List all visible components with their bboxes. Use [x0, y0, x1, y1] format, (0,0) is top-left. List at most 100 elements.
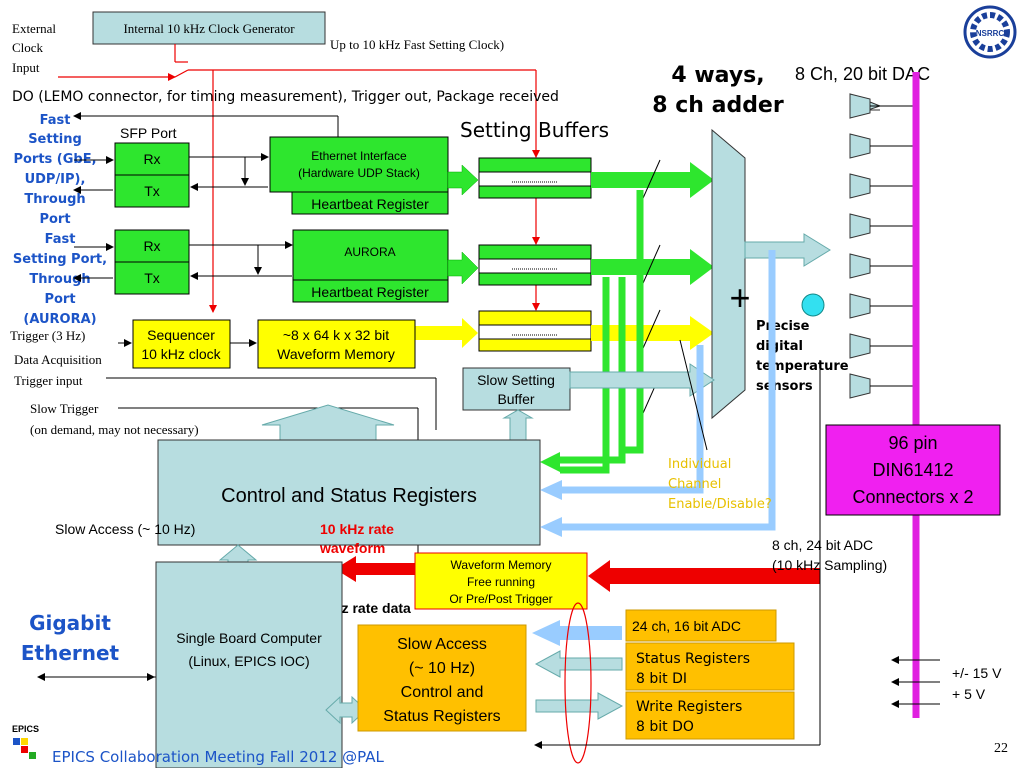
power-label: +/- 15 V + 5 V [952, 665, 1002, 702]
svg-text:96 pin: 96 pin [888, 433, 937, 453]
sfp2: Rx Tx [114, 229, 190, 295]
svg-text:Internal 10 kHz Clock Generato: Internal 10 kHz Clock Generator [123, 21, 295, 36]
svg-text:NSRRC: NSRRC [976, 29, 1005, 38]
svg-text:Slow Trigger: Slow Trigger [30, 401, 99, 416]
sequencer: Sequencer 10 kHz clock [132, 319, 231, 369]
svg-text:Channel: Channel [668, 477, 721, 492]
svg-text:(Linux, EPICS IOC): (Linux, EPICS IOC) [188, 653, 309, 669]
adder-block [711, 128, 746, 420]
svg-text:24 ch, 16 bit ADC: 24 ch, 16 bit ADC [632, 618, 741, 634]
dac-channel [849, 133, 871, 159]
slow-access-rate-label: Slow Access (~ 10 Hz) [55, 521, 195, 537]
svg-text:External: External [12, 21, 56, 36]
svg-text:DIN61412: DIN61412 [872, 460, 953, 480]
epics-logo: EPICS [12, 724, 39, 759]
svg-text:Heartbeat Register: Heartbeat Register [311, 284, 429, 300]
svg-text:Port: Port [39, 212, 70, 227]
svg-text:Ethernet Interface: Ethernet Interface [311, 149, 407, 163]
footer-text: EPICS Collaboration Meeting Fall 2012 @P… [52, 748, 385, 766]
fast-setting-clock-label: Up to 10 kHz Fast Setting Clock) [330, 37, 504, 52]
adc24-label: 8 ch, 24 bit ADC (10 kHz Sampling) [772, 537, 887, 573]
fast-port-gbe-label: Fast Setting Ports (GbE, UDP/IP), Throug… [13, 113, 96, 227]
svg-text:Free running: Free running [467, 575, 535, 589]
adc16: 24 ch, 16 bit ADC [625, 609, 777, 642]
dac-channel [849, 333, 871, 359]
svg-text:(Hardware UDP Stack): (Hardware UDP Stack) [298, 166, 420, 180]
svg-text:waveform: waveform [319, 540, 385, 556]
svg-text:Trigger input: Trigger input [14, 373, 83, 388]
svg-text:Single Board Computer: Single Board Computer [176, 630, 322, 646]
svg-text:Port: Port [44, 292, 75, 307]
svg-text:(~ 10 Hz): (~ 10 Hz) [409, 660, 475, 677]
daq-trigger-label: Data Acquisition Trigger input [14, 352, 102, 388]
svg-text:Slow Access: Slow Access [397, 636, 487, 653]
enable-disable-label: Individual Channel Enable/Disable? [668, 457, 772, 512]
dac-label: 8 Ch, 20 bit DAC [795, 64, 930, 84]
gigabit-ethernet-label: Gigabit Ethernet [21, 611, 120, 665]
svg-text:+/- 15 V: +/- 15 V [952, 665, 1002, 681]
svg-text:Sequencer: Sequencer [147, 327, 215, 343]
svg-text:+ 5 V: + 5 V [952, 686, 986, 702]
ethernet-interface: Ethernet Interface (Hardware UDP Stack) … [269, 136, 449, 215]
svg-text:Control and Status Registers: Control and Status Registers [221, 485, 477, 507]
svg-text:temperature: temperature [756, 359, 849, 374]
svg-text:Ethernet: Ethernet [21, 641, 120, 665]
svg-text:~8 x 64 k x 32 bit: ~8 x 64 k x 32 bit [283, 327, 389, 343]
svg-text:4 ways,: 4 ways, [671, 63, 764, 88]
plus-sign: + [729, 277, 750, 318]
page-number: 22 [994, 741, 1008, 756]
write-registers: Write Registers 8 bit DO [625, 691, 795, 740]
sfp1: Rx Tx [114, 142, 190, 208]
dac-channel [849, 93, 871, 119]
sfp-port-label: SFP Port [120, 125, 177, 141]
setting-buffers-label: Setting Buffers [460, 118, 609, 142]
svg-text:Waveform Memory: Waveform Memory [277, 346, 395, 362]
svg-text:8 ch, 24 bit ADC: 8 ch, 24 bit ADC [772, 537, 873, 553]
slow-access-box: Slow Access (~ 10 Hz) Control and Status… [357, 624, 527, 732]
svg-text:Setting Port,: Setting Port, [13, 252, 107, 267]
temp-sensor-icon [801, 293, 825, 317]
external-clock-label: External Clock Input [12, 21, 56, 75]
svg-text:Status Registers: Status Registers [383, 708, 500, 725]
svg-text:Enable/Disable?: Enable/Disable? [668, 497, 772, 512]
svg-text:Slow Setting: Slow Setting [477, 372, 555, 388]
svg-text:Rx: Rx [143, 238, 160, 254]
adder-label: 4 ways, 8 ch adder [652, 63, 784, 118]
svg-text:Buffer: Buffer [497, 391, 534, 407]
setting-buffer-3 [478, 310, 592, 352]
trigger-label: Trigger (3 Hz) [10, 328, 85, 343]
dac-channel [849, 373, 871, 399]
svg-text:Tx: Tx [144, 270, 160, 286]
svg-text:EPICS: EPICS [12, 724, 39, 734]
din-connectors: 96 pin DIN61412 Connectors x 2 [825, 424, 1001, 516]
svg-text:Clock: Clock [12, 40, 44, 55]
svg-text:AURORA: AURORA [344, 245, 395, 259]
waveform-free-running: Waveform Memory Free running Or Pre/Post… [414, 552, 588, 610]
svg-text:Setting: Setting [28, 132, 82, 147]
status-registers: Status Registers 8 bit DI [625, 642, 795, 691]
svg-text:Input: Input [12, 60, 40, 75]
fast-port-aurora-label: Fast Setting Port, Through Port (AURORA) [13, 232, 107, 327]
svg-text:UDP/IP),: UDP/IP), [25, 172, 86, 187]
svg-text:Through: Through [29, 272, 90, 287]
svg-text:Data Acquisition: Data Acquisition [14, 352, 102, 367]
svg-text:Ports (GbE,: Ports (GbE, [13, 152, 96, 167]
svg-text:Tx: Tx [144, 183, 160, 199]
dac-channels [849, 93, 914, 399]
svg-text:(10 kHz Sampling): (10 kHz Sampling) [772, 557, 887, 573]
svg-text:Status Registers: Status Registers [636, 651, 750, 667]
svg-text:digital: digital [756, 339, 803, 354]
aurora-block: AURORA Heartbeat Register [292, 229, 449, 303]
setting-buffer-2 [478, 244, 592, 286]
svg-text:Control and: Control and [401, 684, 484, 701]
green-feedback-lines [560, 190, 644, 474]
internal-clock-generator: Internal 10 kHz Clock Generator [92, 11, 326, 45]
svg-text:8 bit DI: 8 bit DI [636, 671, 687, 687]
svg-text:10 kHz rate: 10 kHz rate [320, 521, 394, 537]
slow-trigger-label: Slow Trigger (on demand, may not necessa… [30, 401, 199, 437]
waveform-memory: ~8 x 64 k x 32 bit Waveform Memory [257, 319, 416, 369]
slow-setting-buffer: Slow Setting Buffer [462, 367, 571, 411]
svg-text:sensors: sensors [756, 379, 813, 394]
svg-text:(AURORA): (AURORA) [23, 312, 96, 327]
